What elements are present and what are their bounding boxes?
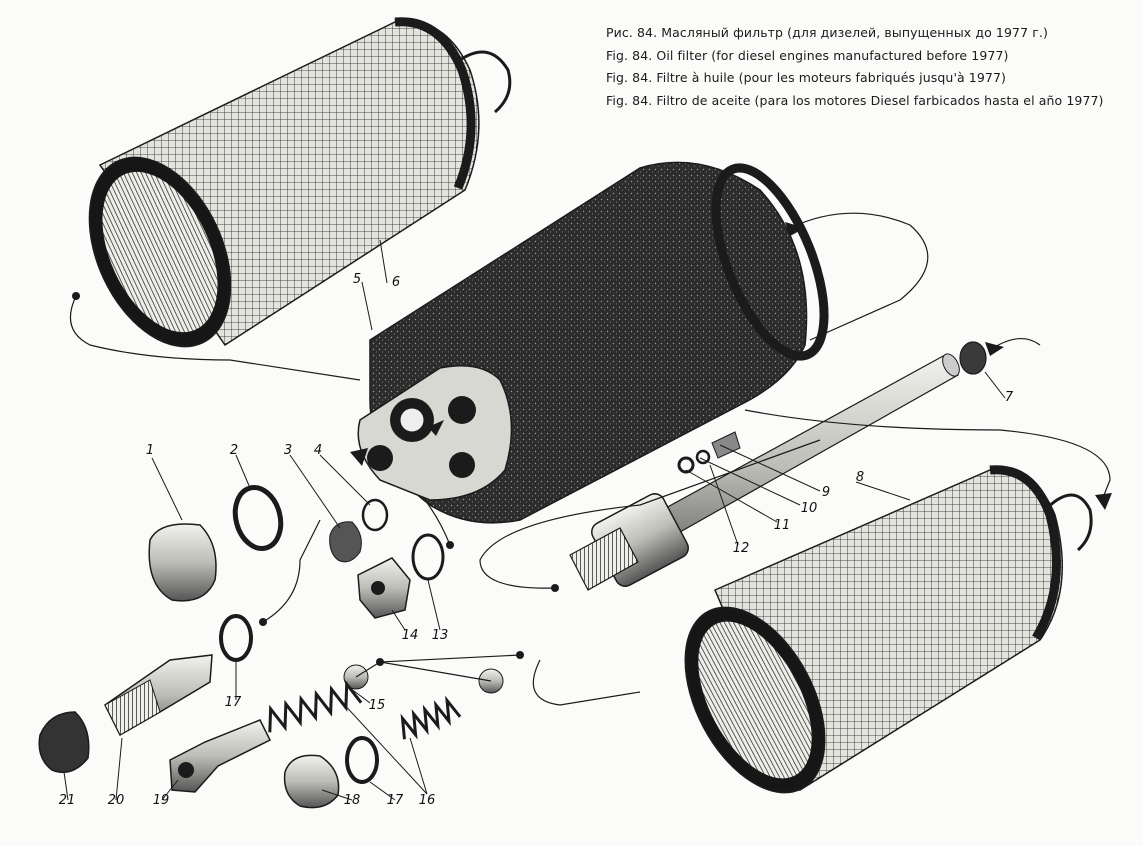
callout-part-13: 13: [431, 628, 449, 643]
callout-part-15: 15: [368, 698, 386, 713]
callout-part-20: 20: [107, 793, 125, 808]
callout-part-17-upper: 17: [224, 695, 242, 710]
callout-part-7: 7: [1004, 390, 1014, 405]
callout-part-9: 9: [821, 485, 831, 500]
small-parts: [38, 485, 504, 809]
path-endpoints: [72, 292, 559, 666]
caption-spanish: Fig. 84. Filtro de aceite (para los moto…: [606, 92, 1104, 108]
callout-part-21: 21: [58, 793, 76, 808]
callout-part-11: 11: [773, 518, 791, 533]
caption-russian: Рис. 84. Масляный фильтр (для дизелей, в…: [606, 25, 1048, 40]
callout-part-18: 18: [343, 793, 361, 808]
assembly-path-lines: [69, 212, 1111, 706]
callout-part-16: 16: [418, 793, 436, 808]
callout-part-14: 14: [401, 628, 419, 643]
caption-english: Fig. 84. Oil filter (for diesel engines …: [606, 47, 1009, 63]
callout-part-19: 19: [152, 793, 170, 808]
callout-part-3: 3: [283, 443, 293, 458]
figure-caption: Рис. 84. Масляный фильтр (для дизелей, в…: [606, 22, 1136, 112]
direction-arrows: [350, 222, 1112, 510]
callout-part-17-lower: 17: [386, 793, 404, 808]
callout-part-1: 1: [145, 443, 155, 458]
filter-element-lower: [684, 465, 1093, 794]
filter-element-upper: [88, 17, 512, 348]
leader-lines: [63, 239, 1006, 801]
caption-french: Fig. 84. Filtre à huile (pour les moteur…: [606, 70, 1006, 85]
callout-part-5: 5: [352, 272, 362, 287]
callout-part-8: 8: [855, 470, 865, 485]
callout-part-10: 10: [800, 501, 818, 516]
callout-part-4: 4: [313, 443, 323, 458]
callout-part-2: 2: [229, 443, 239, 458]
callout-part-12: 12: [732, 541, 750, 556]
callout-part-6: 6: [391, 275, 401, 290]
